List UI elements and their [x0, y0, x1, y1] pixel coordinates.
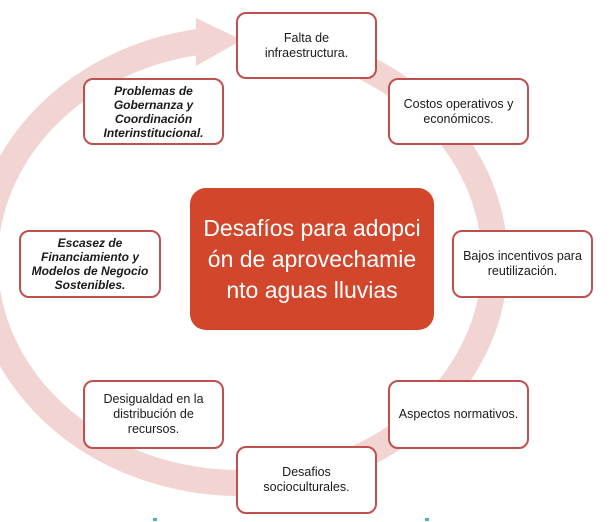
node-desafios-socioculturales: Desafios socioculturales. [236, 446, 377, 514]
node-aspectos-normativos: Aspectos normativos. [388, 380, 529, 449]
decor-mark [153, 518, 157, 521]
node-costos-operativos: Costos operativos y económicos. [388, 78, 529, 145]
node-label: Falta de infraestructura. [264, 30, 349, 60]
node-label: Bajos incentivos para reutilización. [463, 249, 582, 278]
node-label: Problemas de Gobernanza y Coordinación I… [103, 83, 204, 140]
center-title-box: Desafíos para adopción de aprovechamient… [190, 188, 434, 330]
node-escasez-financiamiento: Escasez de Financiamiento y Modelos de N… [19, 230, 161, 298]
node-label: Costos operativos y económicos. [403, 96, 514, 126]
node-falta-infraestructura: Falta de infraestructura. [236, 12, 377, 79]
node-label: Desigualdad en la distribución de recurs… [103, 392, 204, 436]
node-desigualdad-recursos: Desigualdad en la distribución de recurs… [83, 380, 224, 449]
node-label: Escasez de Financiamiento y Modelos de N… [31, 236, 149, 292]
node-label: Aspectos normativos. [398, 407, 519, 421]
decor-mark [425, 518, 429, 521]
node-label: Desafios socioculturales. [263, 465, 350, 494]
cycle-arrowhead-icon [196, 18, 242, 66]
node-bajos-incentivos: Bajos incentivos para reutilización. [452, 230, 593, 298]
center-title: Desafíos para adopción de aprovechamient… [203, 214, 421, 303]
node-problemas-gobernanza: Problemas de Gobernanza y Coordinación I… [83, 78, 224, 145]
